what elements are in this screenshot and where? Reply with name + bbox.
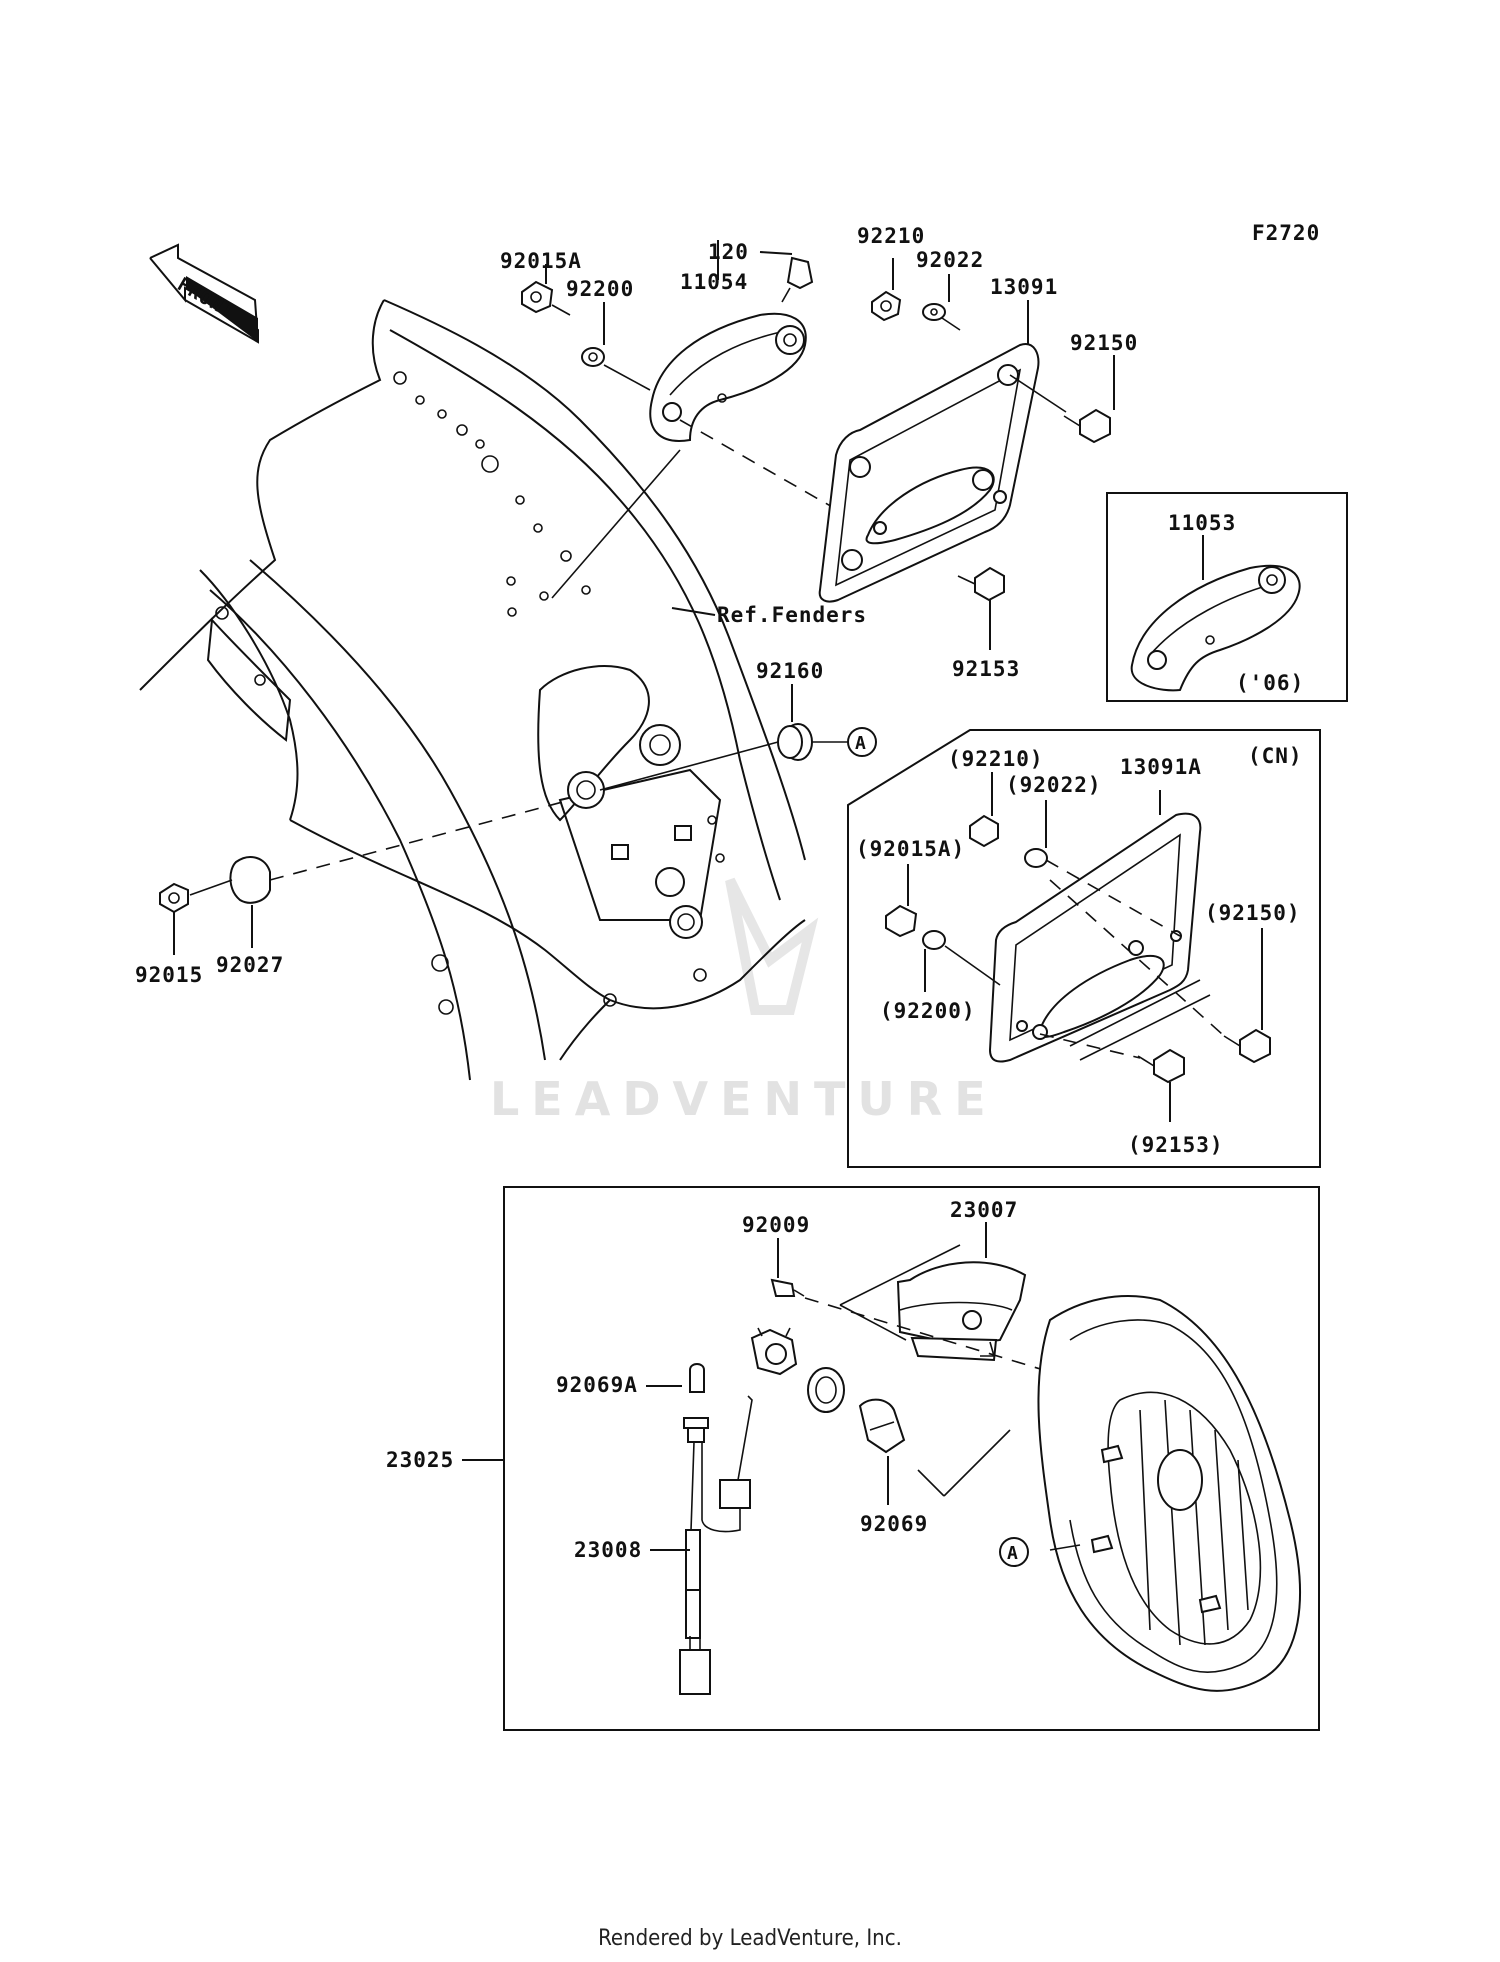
bolt-cn-92150 — [1223, 1028, 1271, 1064]
cn-box — [847, 729, 1321, 1168]
license-plate-bracket-13091 — [818, 343, 1040, 603]
bolt-92153 — [957, 566, 1005, 602]
washer-cn-92200 — [922, 930, 946, 950]
watermark-text: LEADVENTURE — [490, 1072, 998, 1126]
bolt-92150 — [1063, 408, 1111, 444]
callout-a-bottom — [999, 1537, 1029, 1567]
part-label-23007: 23007 — [950, 1198, 1018, 1222]
part-label-92153: 92153 — [952, 657, 1020, 681]
front-arrow-icon: FRONT — [149, 243, 259, 344]
bracket-11053 — [1130, 564, 1301, 692]
screw-120 — [781, 256, 814, 303]
nut-cn-92015A — [885, 904, 918, 938]
part-label-92160: 92160 — [756, 659, 824, 683]
part-label-cn-92022: (92022) — [1006, 773, 1102, 797]
cn-tag: (CN) — [1248, 744, 1303, 768]
part-label-92200: 92200 — [566, 277, 634, 301]
part-label-cn-92210: (92210) — [948, 747, 1044, 771]
part-label-23008: 23008 — [574, 1538, 642, 1562]
ref-fenders-label: Ref.Fenders — [717, 603, 867, 627]
bolt-cn-92153 — [1137, 1048, 1185, 1084]
part-label-92150: 92150 — [1070, 331, 1138, 355]
grommet-92160 — [777, 723, 813, 761]
bracket-11054 — [649, 312, 807, 442]
part-label-92009: 92009 — [742, 1213, 810, 1237]
tail-lamp-box — [503, 1186, 1320, 1731]
bulb-socket — [750, 1327, 798, 1376]
part-label-11053: 11053 — [1168, 511, 1236, 535]
callout-a-top — [847, 727, 877, 757]
part-label-cn-92150: (92150) — [1205, 901, 1301, 925]
seal-ring — [807, 1367, 845, 1413]
part-label-92027: 92027 — [216, 953, 284, 977]
part-label-cn-92015A: (92015A) — [856, 837, 965, 861]
part-label-92022: 92022 — [916, 248, 984, 272]
nut-92015 — [159, 882, 189, 914]
part-label-120: 120 — [708, 240, 749, 264]
part-label-92015: 92015 — [135, 963, 203, 987]
rear-fender — [139, 299, 806, 1081]
license-plate-bracket-13091A — [988, 812, 1211, 1063]
callout-a-top-text: A — [855, 733, 867, 754]
part-label-92210: 92210 — [857, 224, 925, 248]
washer-92200 — [581, 347, 605, 367]
part-label-92069A: 92069A — [556, 1373, 638, 1397]
part-label-cn-92153: (92153) — [1128, 1133, 1224, 1157]
tail-lamp-housing — [1037, 1295, 1301, 1692]
screw-92009 — [770, 1278, 805, 1297]
part-label-92015A: 92015A — [500, 249, 582, 273]
part-label-11054: 11054 — [680, 270, 748, 294]
nut-cn-92210 — [969, 814, 999, 848]
watermark: LEADVENTURE — [490, 877, 998, 1126]
callout-a-bottom-text: A — [1007, 1543, 1019, 1564]
footer-credit: Rendered by LeadVenture, Inc. — [598, 1926, 902, 1951]
inset-year: ('06) — [1236, 671, 1304, 695]
part-label-13091A: 13091A — [1120, 755, 1202, 779]
nut-92015A — [521, 280, 554, 314]
wiring-harness-23008 — [679, 1363, 753, 1695]
spacer-92027 — [229, 856, 271, 904]
nut-92210 — [871, 290, 902, 322]
inset-box-11053 — [1106, 492, 1348, 702]
part-label-cn-92200: (92200) — [880, 999, 976, 1023]
washer-cn-92022 — [1024, 848, 1048, 868]
part-label-92069: 92069 — [860, 1512, 928, 1536]
lens-23007 — [896, 1261, 1027, 1362]
figure-code: F2720 — [1252, 221, 1320, 245]
part-label-13091: 13091 — [990, 275, 1058, 299]
bulb-92069 — [858, 1398, 906, 1454]
washer-92022 — [922, 303, 946, 321]
part-label-23025: 23025 — [386, 1448, 454, 1472]
